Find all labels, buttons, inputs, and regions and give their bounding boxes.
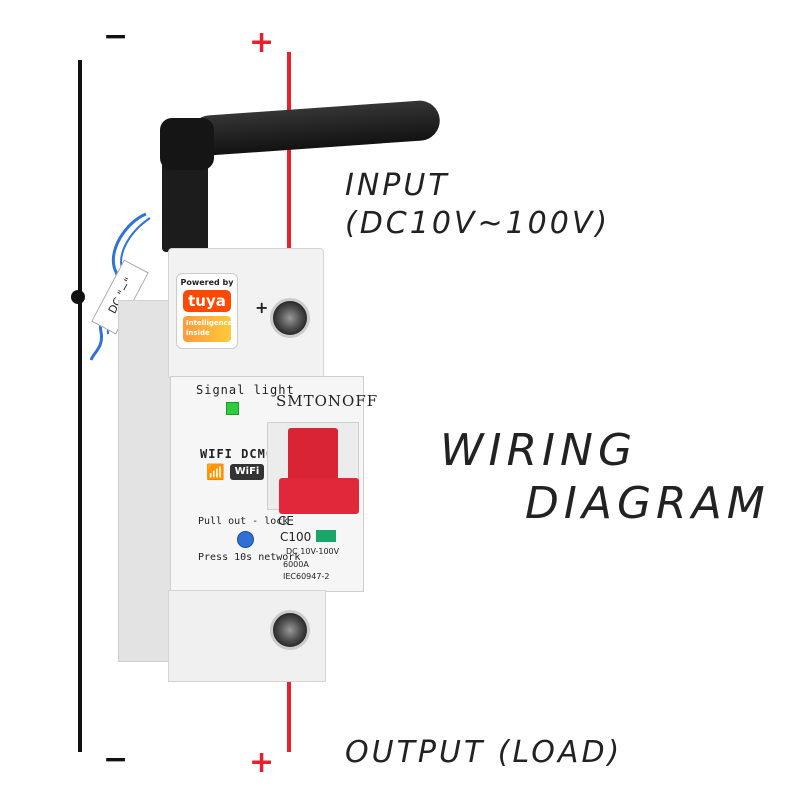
rating-label: C100 — [280, 530, 312, 544]
spec-standard: IEC60947-2 — [283, 572, 330, 581]
pull-out-lock-label: Pull out - lock — [198, 516, 289, 527]
wifi-badge: WiFi — [230, 464, 264, 480]
top-negative-sign: − — [103, 19, 129, 54]
brand-label: SMTONOFF — [276, 392, 379, 410]
tuya-logo: tuya — [183, 290, 231, 312]
bottom-terminal-screw — [270, 610, 310, 650]
tuya-intelligence-inside: Intelligence inside — [183, 316, 233, 342]
press-network-label: Press 10s network — [198, 552, 301, 563]
ce-mark: CE — [278, 514, 294, 528]
wifi-icon: 📶 — [206, 463, 225, 481]
top-positive-sign: + — [249, 25, 275, 60]
bottom-positive-sign: + — [249, 745, 275, 780]
antenna-knuckle — [160, 118, 214, 170]
spec-capacity: 6000A — [283, 560, 309, 569]
input-label: INPUT — [345, 168, 450, 203]
output-label: OUTPUT (LOAD) — [345, 735, 623, 770]
input-voltage-label: (DC10V~100V) — [345, 206, 611, 241]
bottom-negative-sign: − — [103, 742, 129, 777]
status-indicator — [316, 530, 336, 542]
title-wiring: WIRING — [440, 425, 638, 476]
negative-connection-dot — [71, 290, 85, 304]
tuya-badge: Powered by tuya Intelligence inside — [176, 273, 238, 349]
model-label: WIFI DCMCB — [200, 447, 283, 461]
title-diagram: DIAGRAM — [525, 478, 770, 529]
terminal-plus-mark: + — [255, 298, 269, 317]
top-terminal-screw — [270, 298, 310, 338]
signal-light-label: Signal light — [196, 383, 295, 397]
network-button[interactable] — [237, 531, 254, 548]
negative-wire — [78, 60, 82, 752]
tuya-powered-by: Powered by — [180, 278, 234, 287]
signal-led — [226, 402, 239, 415]
antenna-rod — [188, 99, 442, 157]
breaker-handle-paddle[interactable] — [279, 478, 359, 514]
spec-voltage: DC 10V-100V — [286, 547, 340, 556]
